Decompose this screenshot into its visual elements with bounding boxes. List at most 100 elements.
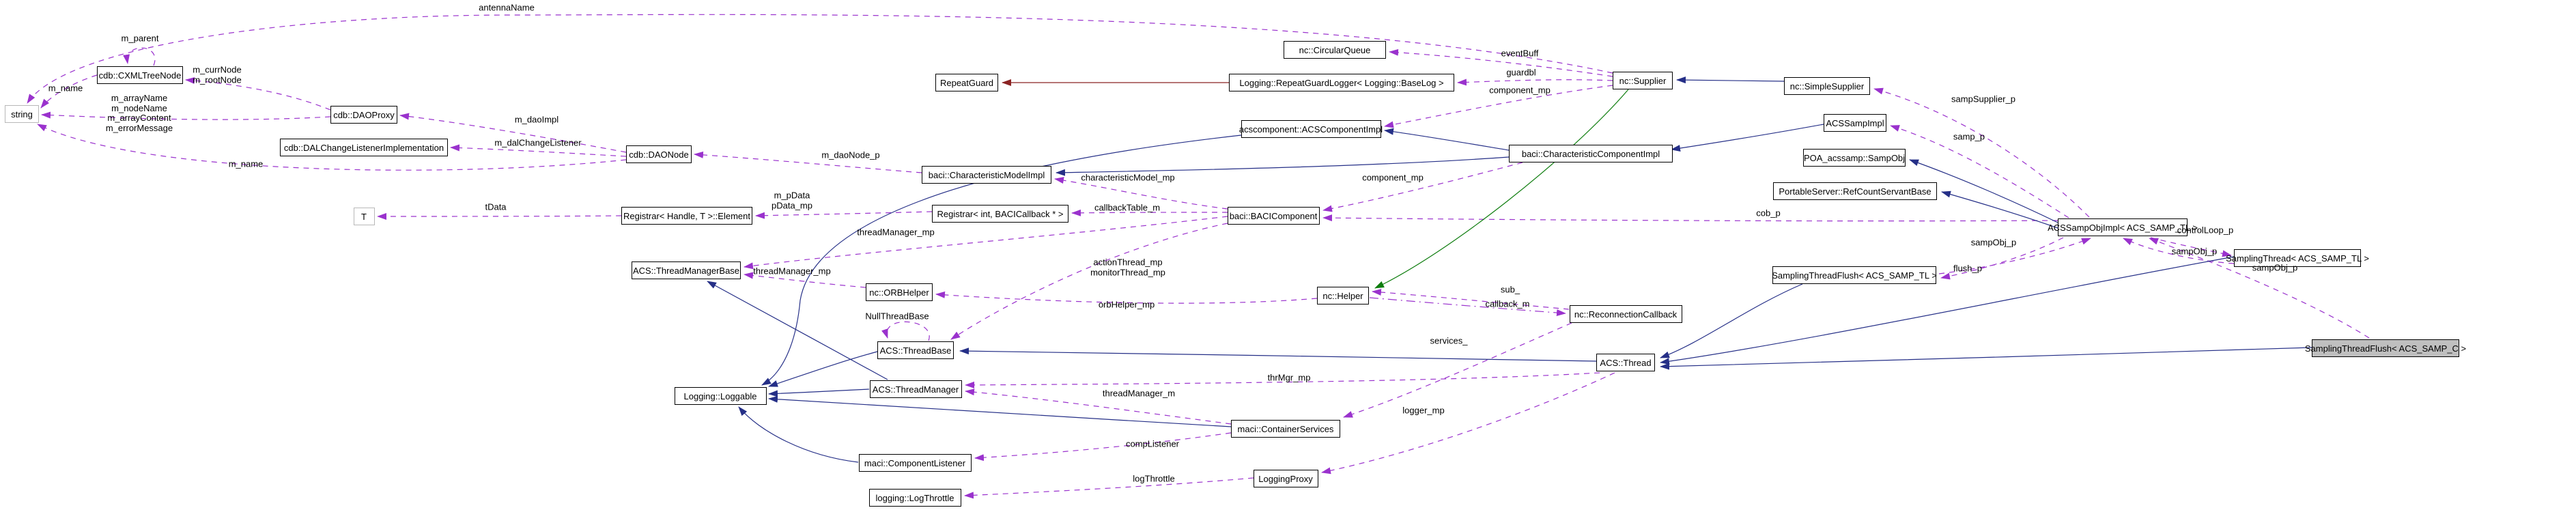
edge-label-line: pData_mp [772,200,812,210]
node-cxml-tree-node[interactable]: cdb::CXMLTreeNode [97,66,183,84]
edge-label-m_daoImpl: m_daoImpl [515,115,558,126]
node-string[interactable]: string [5,105,39,123]
edge-label-line: threadManager_mp [753,266,831,277]
node-acs-component-impl[interactable]: acscomponent::ACSComponentImpl [1239,120,1383,138]
node-supplier[interactable]: nc::Supplier [1613,72,1673,89]
edge-label-logger_mp: logger_mp [1402,406,1444,416]
node-thread-manager-base[interactable]: ACS::ThreadManagerBase [632,261,741,279]
edge-protected-supplier-helper [1374,89,1629,289]
node-registrar-int-bacicallback[interactable]: Registrar< int, BACICallback * > [932,205,1068,223]
edge-label-sampObj_p-flush-tl: sampObj_p [1971,238,2016,249]
edge-label-component_mp-baci: component_mp [1362,173,1424,184]
edge-logger_mp [1321,372,1615,474]
node-sampling-thread-flush-c[interactable]: SamplingThreadFlush< ACS_SAMP_C > [2305,339,2466,357]
node-characteristic-component-impl[interactable]: baci::CharacteristicComponentImpl [1509,145,1673,162]
node-acs-thread[interactable]: ACS::Thread [1596,354,1655,371]
edge-label-threadManager_m: threadManager_m [1103,388,1175,399]
node-dao-proxy[interactable]: cdb::DAOProxy [330,106,397,124]
edge-label-line: m_daoNode_p [821,150,880,160]
edge-label-characteristicModel_mp: characteristicModel_mp [1081,173,1174,184]
edge-label-controlLoop_p: controlLoop_p [2177,225,2233,236]
edge-actionThread_mp-monitorThread_mp [950,223,1228,340]
edge-label-thrMgr_mp: thrMgr_mp [1268,373,1311,384]
edge-inherit-componentlistener-loggable [738,406,859,463]
node-poa-acssamp-samp-obj[interactable]: POA_acssamp::SampObj [1803,149,1906,167]
edge-samp_p [1890,125,2069,218]
edge-sub_ [1372,289,1570,310]
edge-label-line: m_arrayName [111,92,168,103]
edge-label-line: eventBuff [1501,48,1539,59]
node-thread-base[interactable]: ACS::ThreadBase [877,341,954,359]
edge-label-line: sampObj_p [1970,237,2017,248]
edge-label-line: samp_p [1953,131,1985,142]
edge-label-line: logThrottle [1133,473,1175,484]
edge-inherit-threadmanager-loggable [768,388,870,397]
node-thread-manager[interactable]: ACS::ThreadManager [869,380,962,398]
edge-label-line: component_mp [1362,172,1424,183]
edge-eventBuff [1389,48,1613,77]
edge-threadManager_m [965,388,1232,425]
edge-label-m_parent: m_parent [122,33,159,44]
node-sampling-thread-flush-tl[interactable]: SamplingThreadFlush< ACS_SAMP_TL > [1772,266,1937,284]
edge-sampSupplier_p [1873,87,2090,218]
edge-inherit-charcomp-acscomp [1384,128,1510,151]
edge-label-samp_p: samp_p [1953,132,1985,143]
edge-inherit-charcomp-charmodel [1056,156,1510,176]
node-container-services[interactable]: maci::ContainerServices [1231,420,1340,438]
node-sampling-thread-tl[interactable]: SamplingThread< ACS_SAMP_TL > [2226,249,2369,267]
node-log-throttle[interactable]: logging::LogThrottle [868,489,961,507]
edge-label-flush_p: flush_p [1953,264,1982,274]
edge-label-line: m_name [228,158,264,169]
edge-label-compListener: compListener [1126,439,1179,450]
edge-label-line: orbHelper_mp [1098,299,1155,310]
edge-label-eventBuff: eventBuff [1501,48,1539,59]
edge-guardbl [1457,79,1613,86]
node-simple-supplier[interactable]: nc::SimpleSupplier [1784,77,1870,95]
edge-inherit-thread-threadbase [959,348,1597,362]
node-circular-queue[interactable]: nc::CircularQueue [1284,41,1386,59]
node-reconnection-callback[interactable]: nc::ReconnectionCallback [1569,305,1682,323]
node-dao-node[interactable]: cdb::DAONode [626,145,692,163]
edge-m_pData-pData_mp [755,211,933,219]
edge-label-services_: services_ [1430,336,1468,347]
node-helper[interactable]: nc::Helper [1317,287,1369,304]
node-acs-samp-impl[interactable]: ACSSampImpl [1824,114,1886,132]
node-orb-helper[interactable]: nc::ORBHelper [866,283,933,301]
node-t[interactable]: T [353,208,375,225]
edge-inherit-simplesupplier-supplier [1676,76,1785,84]
edge-inherit-threadmanager-threadmanagerbase [707,281,888,380]
node-ref-count-servant-base[interactable]: PortableServer::RefCountServantBase [1773,182,1937,200]
edge-label-m_daoNode_p: m_daoNode_p [821,150,880,161]
node-repeat-guard-logger[interactable]: Logging::RepeatGuardLogger< Logging::Bas… [1229,74,1454,91]
node-registrar-element[interactable]: Registrar< Handle, T >::Element [621,207,752,225]
edge-label-line: threadManager_mp [857,227,935,238]
node-baci-component[interactable]: baci::BACIComponent [1227,207,1320,225]
node-acs-samp-obj-impl[interactable]: ACSSampObjImpl< ACS_SAMP_TL > [2048,218,2198,236]
node-loggable[interactable]: Logging::Loggable [674,387,767,405]
node-dal-change-listener-implementation[interactable]: cdb::DALChangeListenerImplementation [280,139,448,156]
node-component-listener[interactable]: maci::ComponentListener [858,454,972,472]
edge-inherit-containerservices-loggable [768,395,1232,427]
edge-sampObj_p-flush-tl [1938,238,2091,274]
edge-callbackTable_m [1071,209,1228,216]
edge-m_daoNode_p [694,151,922,173]
edge-label-line: logger_mp [1402,405,1445,416]
edge-label-line: thrMgr_mp [1267,372,1311,383]
node-characteristic-model-impl[interactable]: baci::CharacteristicModelImpl [922,166,1051,184]
edge-label-threadManager_mp-orb: threadManager_mp [753,266,831,277]
edge-label-line: m_currNode [193,64,242,75]
node-logging-proxy[interactable]: LoggingProxy [1253,470,1318,487]
edge-label-line: sub_ [1500,284,1520,295]
edge-label-cob_p: cob_p [1756,208,1780,219]
node-repeat-guard[interactable]: RepeatGuard [935,74,998,91]
edge-label-line: tData [485,201,507,212]
edge-label-line: NullThreadBase [865,311,929,322]
edge-component_mp-supplier [1384,85,1613,128]
edge-label-line: actionThread_mp [1093,257,1163,268]
edge-label-line: guardbl [1506,67,1536,78]
